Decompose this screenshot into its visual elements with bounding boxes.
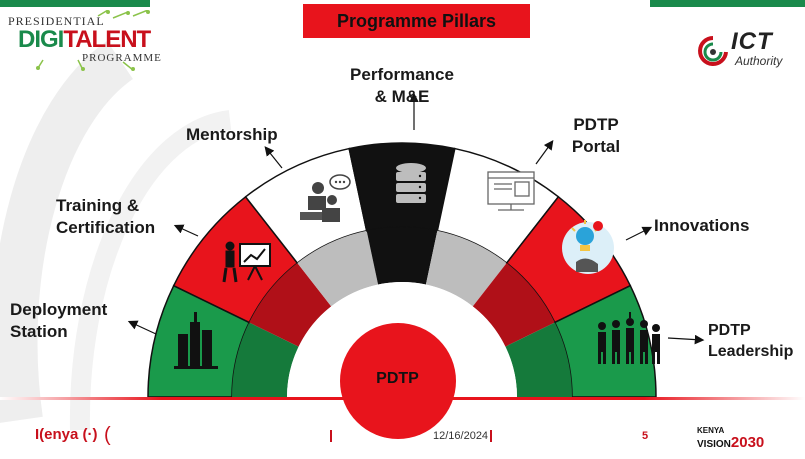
label-mentorship: Mentorship bbox=[186, 125, 278, 144]
label-innovations: Innovations bbox=[654, 216, 750, 235]
vision-kenya-text: KENYA bbox=[697, 426, 725, 435]
segment-innovations-inner bbox=[472, 263, 555, 347]
center-label: PDTP bbox=[376, 370, 419, 387]
vision-2030-logo: KENYA VISION2030 bbox=[697, 426, 797, 454]
vision-word: VISION bbox=[697, 439, 731, 450]
footer-divider-left bbox=[330, 430, 332, 442]
logo-line1: PRESIDENTIAL bbox=[8, 14, 105, 28]
segment-portal-inner bbox=[425, 230, 507, 307]
logo-talent: TALENT bbox=[63, 26, 151, 53]
arrow-training bbox=[173, 224, 199, 237]
circuit-lines-icon bbox=[36, 9, 150, 71]
portal-icon bbox=[487, 171, 535, 211]
presentation-icon bbox=[222, 241, 271, 283]
footer-divider-right bbox=[490, 430, 492, 442]
arrow-portal bbox=[535, 140, 554, 165]
top-bar-gap bbox=[150, 0, 650, 7]
ict-subtitle: Authority bbox=[735, 54, 783, 68]
database-icon bbox=[396, 163, 426, 203]
building-icon bbox=[174, 312, 218, 369]
label-training: Training &Certification bbox=[56, 196, 156, 237]
footer-kenya-logo: I(enya (·) bbox=[35, 426, 98, 443]
pdtp-logo: PRESIDENTIAL DIGITALENT PROGRAMME bbox=[8, 9, 168, 72]
team-icon bbox=[598, 312, 660, 364]
logo-line3: PROGRAMME bbox=[82, 52, 162, 64]
page-number: 5 bbox=[642, 430, 649, 442]
ict-swirl-icon bbox=[698, 36, 728, 66]
slide-title: Programme Pillars bbox=[336, 10, 497, 31]
mentorship-icon bbox=[300, 174, 351, 222]
ict-title: ICT bbox=[731, 28, 773, 55]
ict-authority-logo: ICT Authority bbox=[693, 28, 793, 72]
segment-deployment-inner bbox=[232, 322, 299, 397]
footer-date: 12/16/2024 bbox=[433, 430, 489, 442]
logo-digi: DIGI bbox=[18, 26, 64, 53]
center-circle bbox=[340, 323, 456, 439]
arrow-deployment bbox=[127, 320, 157, 335]
segment-performance-inner bbox=[366, 227, 438, 285]
vision-text: VISION2030 bbox=[697, 434, 764, 451]
arrow-mentorship bbox=[264, 146, 283, 169]
segment-training-inner bbox=[249, 263, 332, 347]
arrow-innovations bbox=[625, 226, 653, 241]
slide-title-box: Programme Pillars bbox=[303, 4, 530, 38]
innovation-bulb-icon bbox=[562, 220, 614, 274]
segment-leadership-inner bbox=[505, 322, 572, 397]
label-performance: Performance& M&E bbox=[350, 65, 454, 106]
arrow-leadership bbox=[667, 334, 705, 345]
vision-year: 2030 bbox=[730, 434, 765, 451]
footer-bracket: ( bbox=[104, 424, 111, 446]
segment-mentorship-inner bbox=[297, 230, 379, 307]
logo-line2: DIGITALENT bbox=[18, 26, 151, 54]
